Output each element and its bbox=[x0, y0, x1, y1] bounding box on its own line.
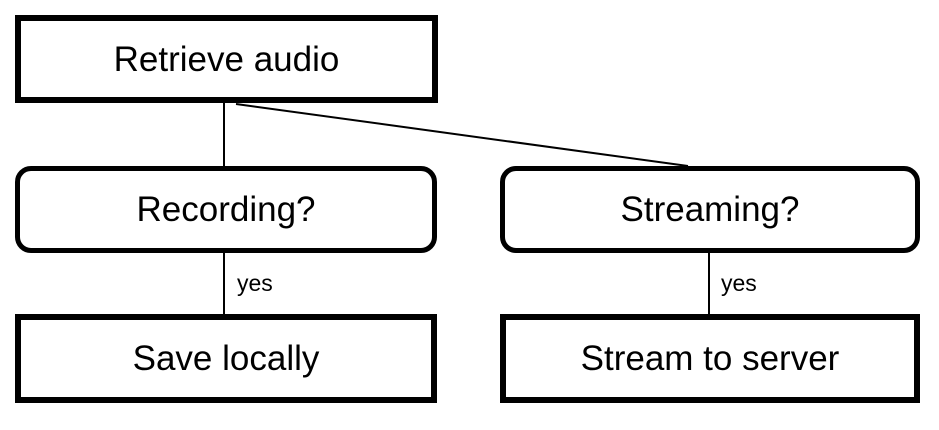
edge-label-recording-yes: yes bbox=[237, 270, 273, 296]
node-save-locally: Save locally bbox=[15, 314, 437, 403]
edge-label-streaming-yes: yes bbox=[721, 270, 757, 296]
node-stream-to-server: Stream to server bbox=[500, 314, 920, 403]
node-recording-decision: Recording? bbox=[15, 166, 437, 253]
edge-retrieve-to-streaming bbox=[235, 103, 689, 167]
node-retrieve-audio: Retrieve audio bbox=[15, 15, 438, 103]
node-streaming-decision: Streaming? bbox=[500, 166, 920, 253]
